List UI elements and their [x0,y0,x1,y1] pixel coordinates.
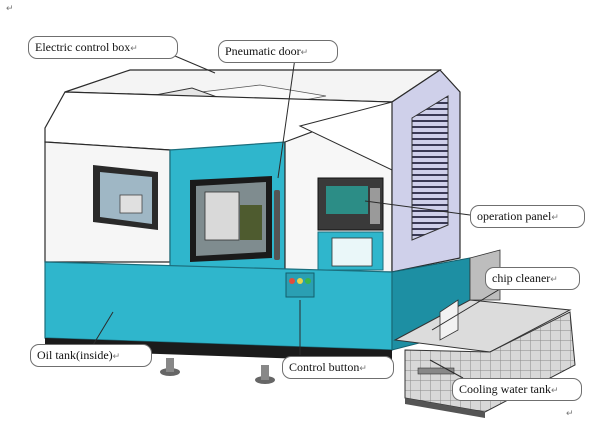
callout-control-button: Control button↵ [282,356,394,379]
callout-text: Pneumatic door [225,44,301,58]
callout-pneumatic-door: Pneumatic door↵ [218,40,338,63]
machine-feet [160,358,275,384]
callout-chip-cleaner: chip cleaner↵ [485,267,580,290]
callout-text: operation panel [477,209,552,223]
paragraph-mark: ↵ [6,3,14,13]
callout-text: Control button [289,360,360,374]
leader-lines [89,55,506,379]
operation-panel-graphic [317,177,384,271]
callout-text: Cooling water tank [459,382,551,396]
paragraph-mark: ↵ [566,408,574,418]
callout-text: chip cleaner [492,271,551,285]
callout-oil-tank: Oil tank(inside)↵ [30,344,152,367]
right-tower [284,69,461,273]
callout-electric-control-box: Electric control box↵ [28,36,178,59]
pneumatic-door-body [169,141,286,279]
callout-text: Electric control box [35,40,131,54]
callout-text: Oil tank(inside) [37,348,113,362]
callout-operation-panel: operation panel↵ [470,205,585,228]
callout-cooling-water-tank: Cooling water tank↵ [452,378,582,401]
